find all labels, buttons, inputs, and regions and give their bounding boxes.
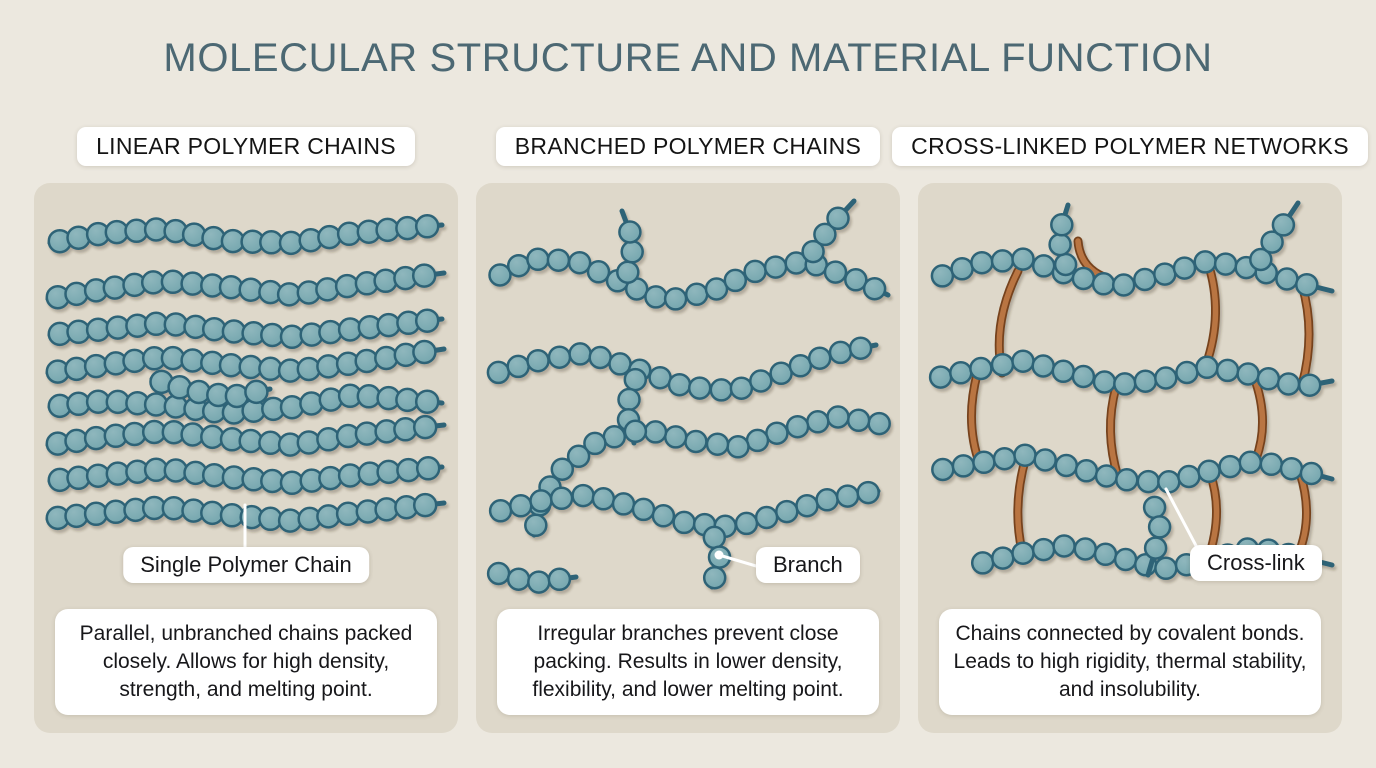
panel-linear: Single Polymer Chain Parallel, unbranche… (34, 183, 458, 733)
description-branched: Irregular branches prevent close packing… (497, 609, 879, 715)
description-crosslinked: Chains connected by covalent bonds. Lead… (939, 609, 1321, 715)
branched-chains-illustration (486, 198, 891, 594)
header-branched-polymer-chains: BRANCHED POLYMER CHAINS (495, 127, 881, 166)
header-linear-polymer-chains: LINEAR POLYMER CHAINS (77, 127, 415, 166)
page-title: MOLECULAR STRUCTURE AND MATERIAL FUNCTIO… (163, 36, 1213, 80)
label-cross-link: Cross-link (1190, 545, 1322, 581)
label-single-polymer-chain: Single Polymer Chain (123, 547, 369, 583)
header-crosslinked-polymer-networks: CROSS-LINKED POLYMER NETWORKS (892, 127, 1368, 166)
header-cell-branched: BRANCHED POLYMER CHAINS (476, 127, 900, 166)
description-linear: Parallel, unbranched chains packed close… (55, 609, 437, 715)
panel-headers-row: LINEAR POLYMER CHAINS BRANCHED POLYMER C… (0, 127, 1376, 166)
header-cell-linear: LINEAR POLYMER CHAINS (34, 127, 458, 166)
panel-branched: Branch Irregular branches prevent close … (476, 183, 900, 733)
header-cell-crosslinked: CROSS-LINKED POLYMER NETWORKS (892, 127, 1368, 166)
panel-crosslinked: Cross-link Chains connected by covalent … (918, 183, 1342, 733)
label-branch: Branch (756, 547, 860, 583)
linear-chains-illustration (45, 214, 447, 555)
panels-row: Single Polymer Chain Parallel, unbranche… (0, 183, 1376, 733)
